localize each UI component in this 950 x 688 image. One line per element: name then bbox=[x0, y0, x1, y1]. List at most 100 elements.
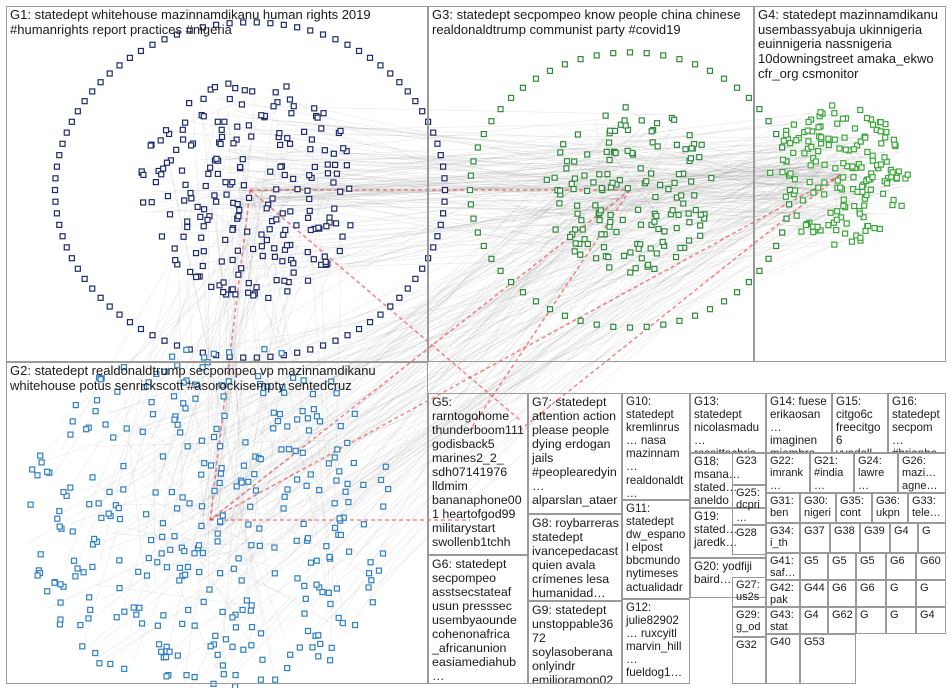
node bbox=[620, 252, 628, 260]
node bbox=[265, 294, 272, 302]
node bbox=[672, 253, 680, 261]
node bbox=[440, 210, 447, 217]
node bbox=[222, 236, 229, 243]
edge bbox=[145, 172, 824, 522]
node bbox=[217, 140, 224, 148]
node bbox=[821, 161, 828, 168]
node bbox=[332, 337, 339, 344]
node bbox=[889, 201, 896, 209]
node bbox=[294, 416, 301, 423]
node bbox=[270, 425, 277, 432]
edge bbox=[273, 147, 888, 176]
group-label: G14: fuese erikaosan… imaginen miembro… bbox=[770, 395, 827, 452]
node bbox=[333, 477, 340, 484]
node bbox=[197, 213, 204, 220]
edge bbox=[318, 135, 835, 163]
node bbox=[316, 487, 323, 494]
node bbox=[60, 488, 67, 496]
edge bbox=[199, 177, 845, 518]
node bbox=[91, 535, 98, 543]
node bbox=[572, 240, 579, 247]
node bbox=[74, 265, 81, 272]
edge bbox=[665, 185, 797, 191]
node bbox=[257, 676, 264, 683]
group-box-g5y: G5 bbox=[828, 553, 856, 580]
node bbox=[214, 170, 221, 178]
group-box-g37: G37 bbox=[800, 523, 830, 553]
edge bbox=[264, 130, 647, 587]
node bbox=[801, 150, 808, 157]
node bbox=[335, 614, 342, 621]
edge bbox=[789, 166, 822, 209]
group-label: G4 bbox=[804, 609, 819, 621]
node bbox=[326, 553, 333, 561]
node bbox=[337, 531, 344, 539]
node bbox=[145, 554, 152, 562]
node bbox=[856, 210, 863, 217]
node bbox=[162, 127, 170, 134]
node bbox=[195, 542, 203, 549]
edge bbox=[344, 183, 820, 408]
node bbox=[677, 244, 684, 252]
edge bbox=[160, 157, 808, 536]
node bbox=[284, 135, 291, 142]
node bbox=[304, 627, 312, 635]
node bbox=[321, 147, 328, 154]
node bbox=[367, 559, 374, 566]
node bbox=[644, 261, 652, 268]
node bbox=[557, 187, 564, 194]
node bbox=[638, 255, 645, 262]
group-label: G35: cont… bbox=[840, 495, 864, 522]
node bbox=[180, 379, 187, 386]
node bbox=[176, 577, 183, 584]
node bbox=[235, 555, 242, 562]
group-label: G13: statedept nicolasmadu… rossittochri… bbox=[694, 395, 760, 452]
node bbox=[571, 175, 578, 182]
node bbox=[166, 211, 174, 218]
node bbox=[68, 255, 75, 262]
node bbox=[174, 652, 181, 659]
node bbox=[29, 466, 36, 473]
node bbox=[340, 145, 347, 152]
node bbox=[653, 120, 661, 127]
edge bbox=[186, 274, 206, 533]
node bbox=[805, 118, 812, 126]
node bbox=[81, 98, 88, 105]
node bbox=[342, 488, 349, 495]
edge bbox=[652, 162, 901, 186]
node bbox=[120, 462, 127, 470]
node bbox=[360, 481, 367, 489]
group-label: G6 bbox=[832, 582, 847, 594]
edge bbox=[86, 191, 625, 648]
edge bbox=[597, 189, 632, 209]
node bbox=[188, 195, 195, 202]
edge bbox=[286, 155, 837, 627]
node bbox=[181, 197, 188, 204]
node bbox=[142, 511, 150, 518]
edge bbox=[83, 181, 636, 492]
edge bbox=[245, 171, 833, 565]
node bbox=[77, 621, 84, 629]
node bbox=[854, 188, 861, 195]
node bbox=[300, 128, 308, 135]
edge bbox=[106, 512, 210, 549]
edge bbox=[196, 173, 843, 584]
edge bbox=[177, 129, 597, 547]
group-label: G40 bbox=[770, 636, 791, 648]
node bbox=[290, 269, 297, 276]
edge bbox=[246, 195, 595, 633]
node bbox=[56, 507, 63, 515]
node bbox=[80, 569, 87, 576]
edge bbox=[349, 190, 661, 507]
edge bbox=[259, 184, 601, 260]
group-label: G4 bbox=[894, 525, 909, 537]
node bbox=[596, 171, 603, 178]
node bbox=[686, 132, 693, 139]
node bbox=[862, 227, 869, 234]
edge bbox=[80, 117, 239, 653]
edge bbox=[606, 172, 806, 205]
node bbox=[187, 142, 195, 149]
group-label: G60 bbox=[920, 555, 941, 567]
node bbox=[834, 120, 841, 127]
node bbox=[226, 349, 233, 356]
